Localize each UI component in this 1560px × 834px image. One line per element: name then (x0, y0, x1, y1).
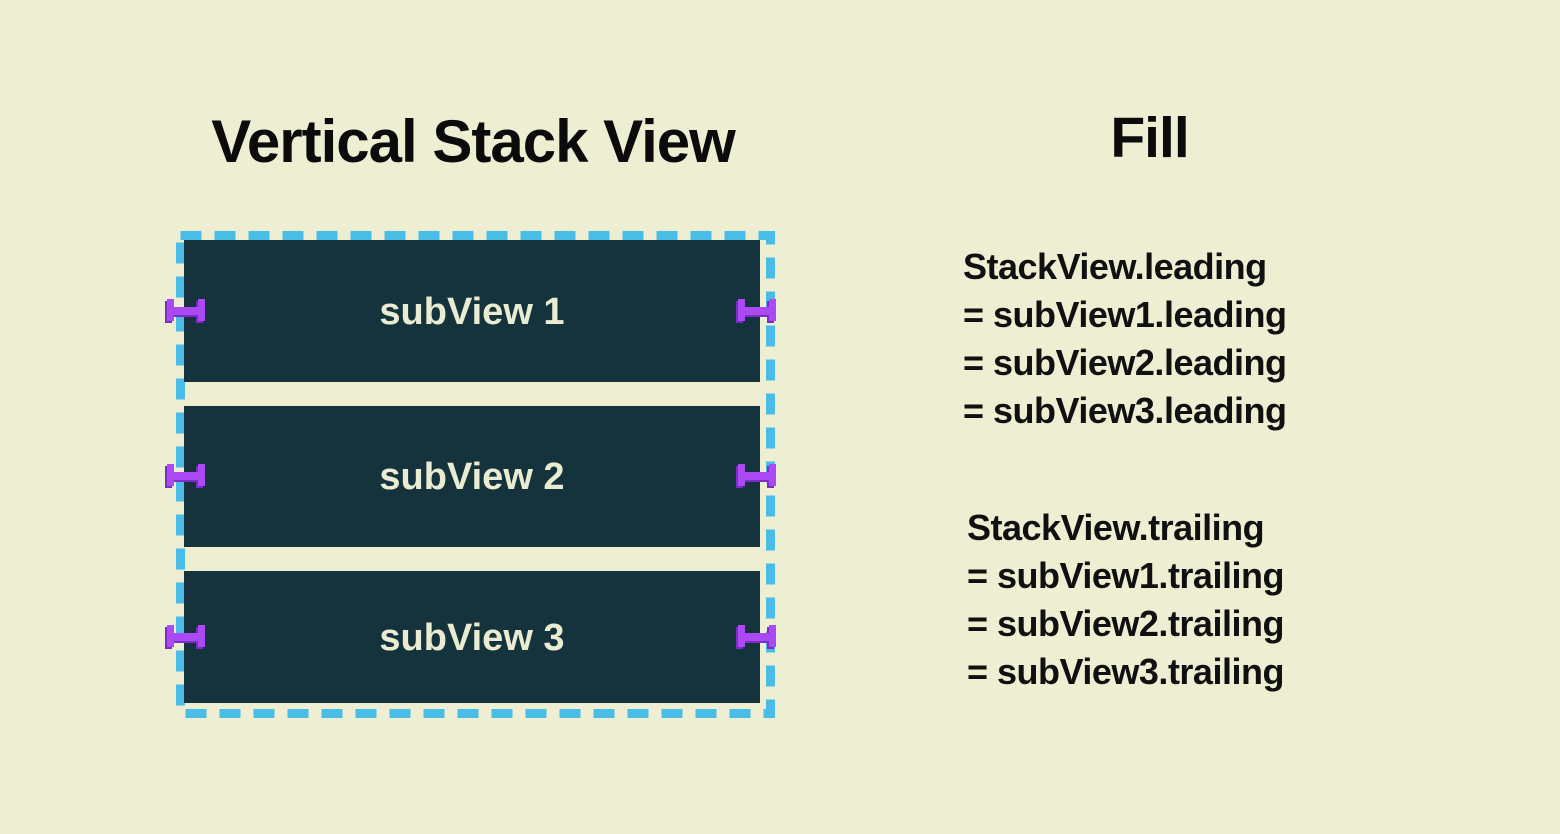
constraint-line: StackView.leading (963, 246, 1267, 287)
subview-3: subView 3 (184, 571, 760, 703)
constraint-line: StackView.trailing (967, 507, 1265, 548)
subview-2-label: subView 2 (379, 456, 565, 498)
constraint-line: = subView1.leading (963, 294, 1287, 335)
trailing-constraints-text: StackView.trailing = subView1.trailing =… (967, 504, 1387, 696)
constraint-line: = subView2.trailing (967, 603, 1284, 644)
fill-distribution-title: Fill (1110, 106, 1189, 170)
trailing-pin-constraint-icon (736, 625, 776, 649)
trailing-pin-constraint-icon (736, 299, 776, 323)
vertical-stack-view-title: Vertical Stack View (211, 108, 736, 175)
constraint-line: = subView3.trailing (967, 651, 1284, 692)
subview-3-label: subView 3 (379, 616, 565, 659)
subview-1-label: subView 1 (379, 290, 565, 333)
constraint-line: = subView1.trailing (967, 555, 1284, 596)
leading-pin-constraint-icon (165, 625, 205, 649)
leading-pin-constraint-icon (165, 464, 205, 488)
subview-2: subView 2 (184, 406, 760, 547)
leading-pin-constraint-icon (165, 299, 205, 323)
leading-constraints-text: StackView.leading = subView1.leading = s… (963, 243, 1383, 435)
subview-1: subView 1 (184, 240, 760, 382)
constraint-line: = subView3.leading (963, 390, 1287, 431)
trailing-pin-constraint-icon (736, 464, 776, 488)
constraint-line: = subView2.leading (963, 342, 1287, 383)
